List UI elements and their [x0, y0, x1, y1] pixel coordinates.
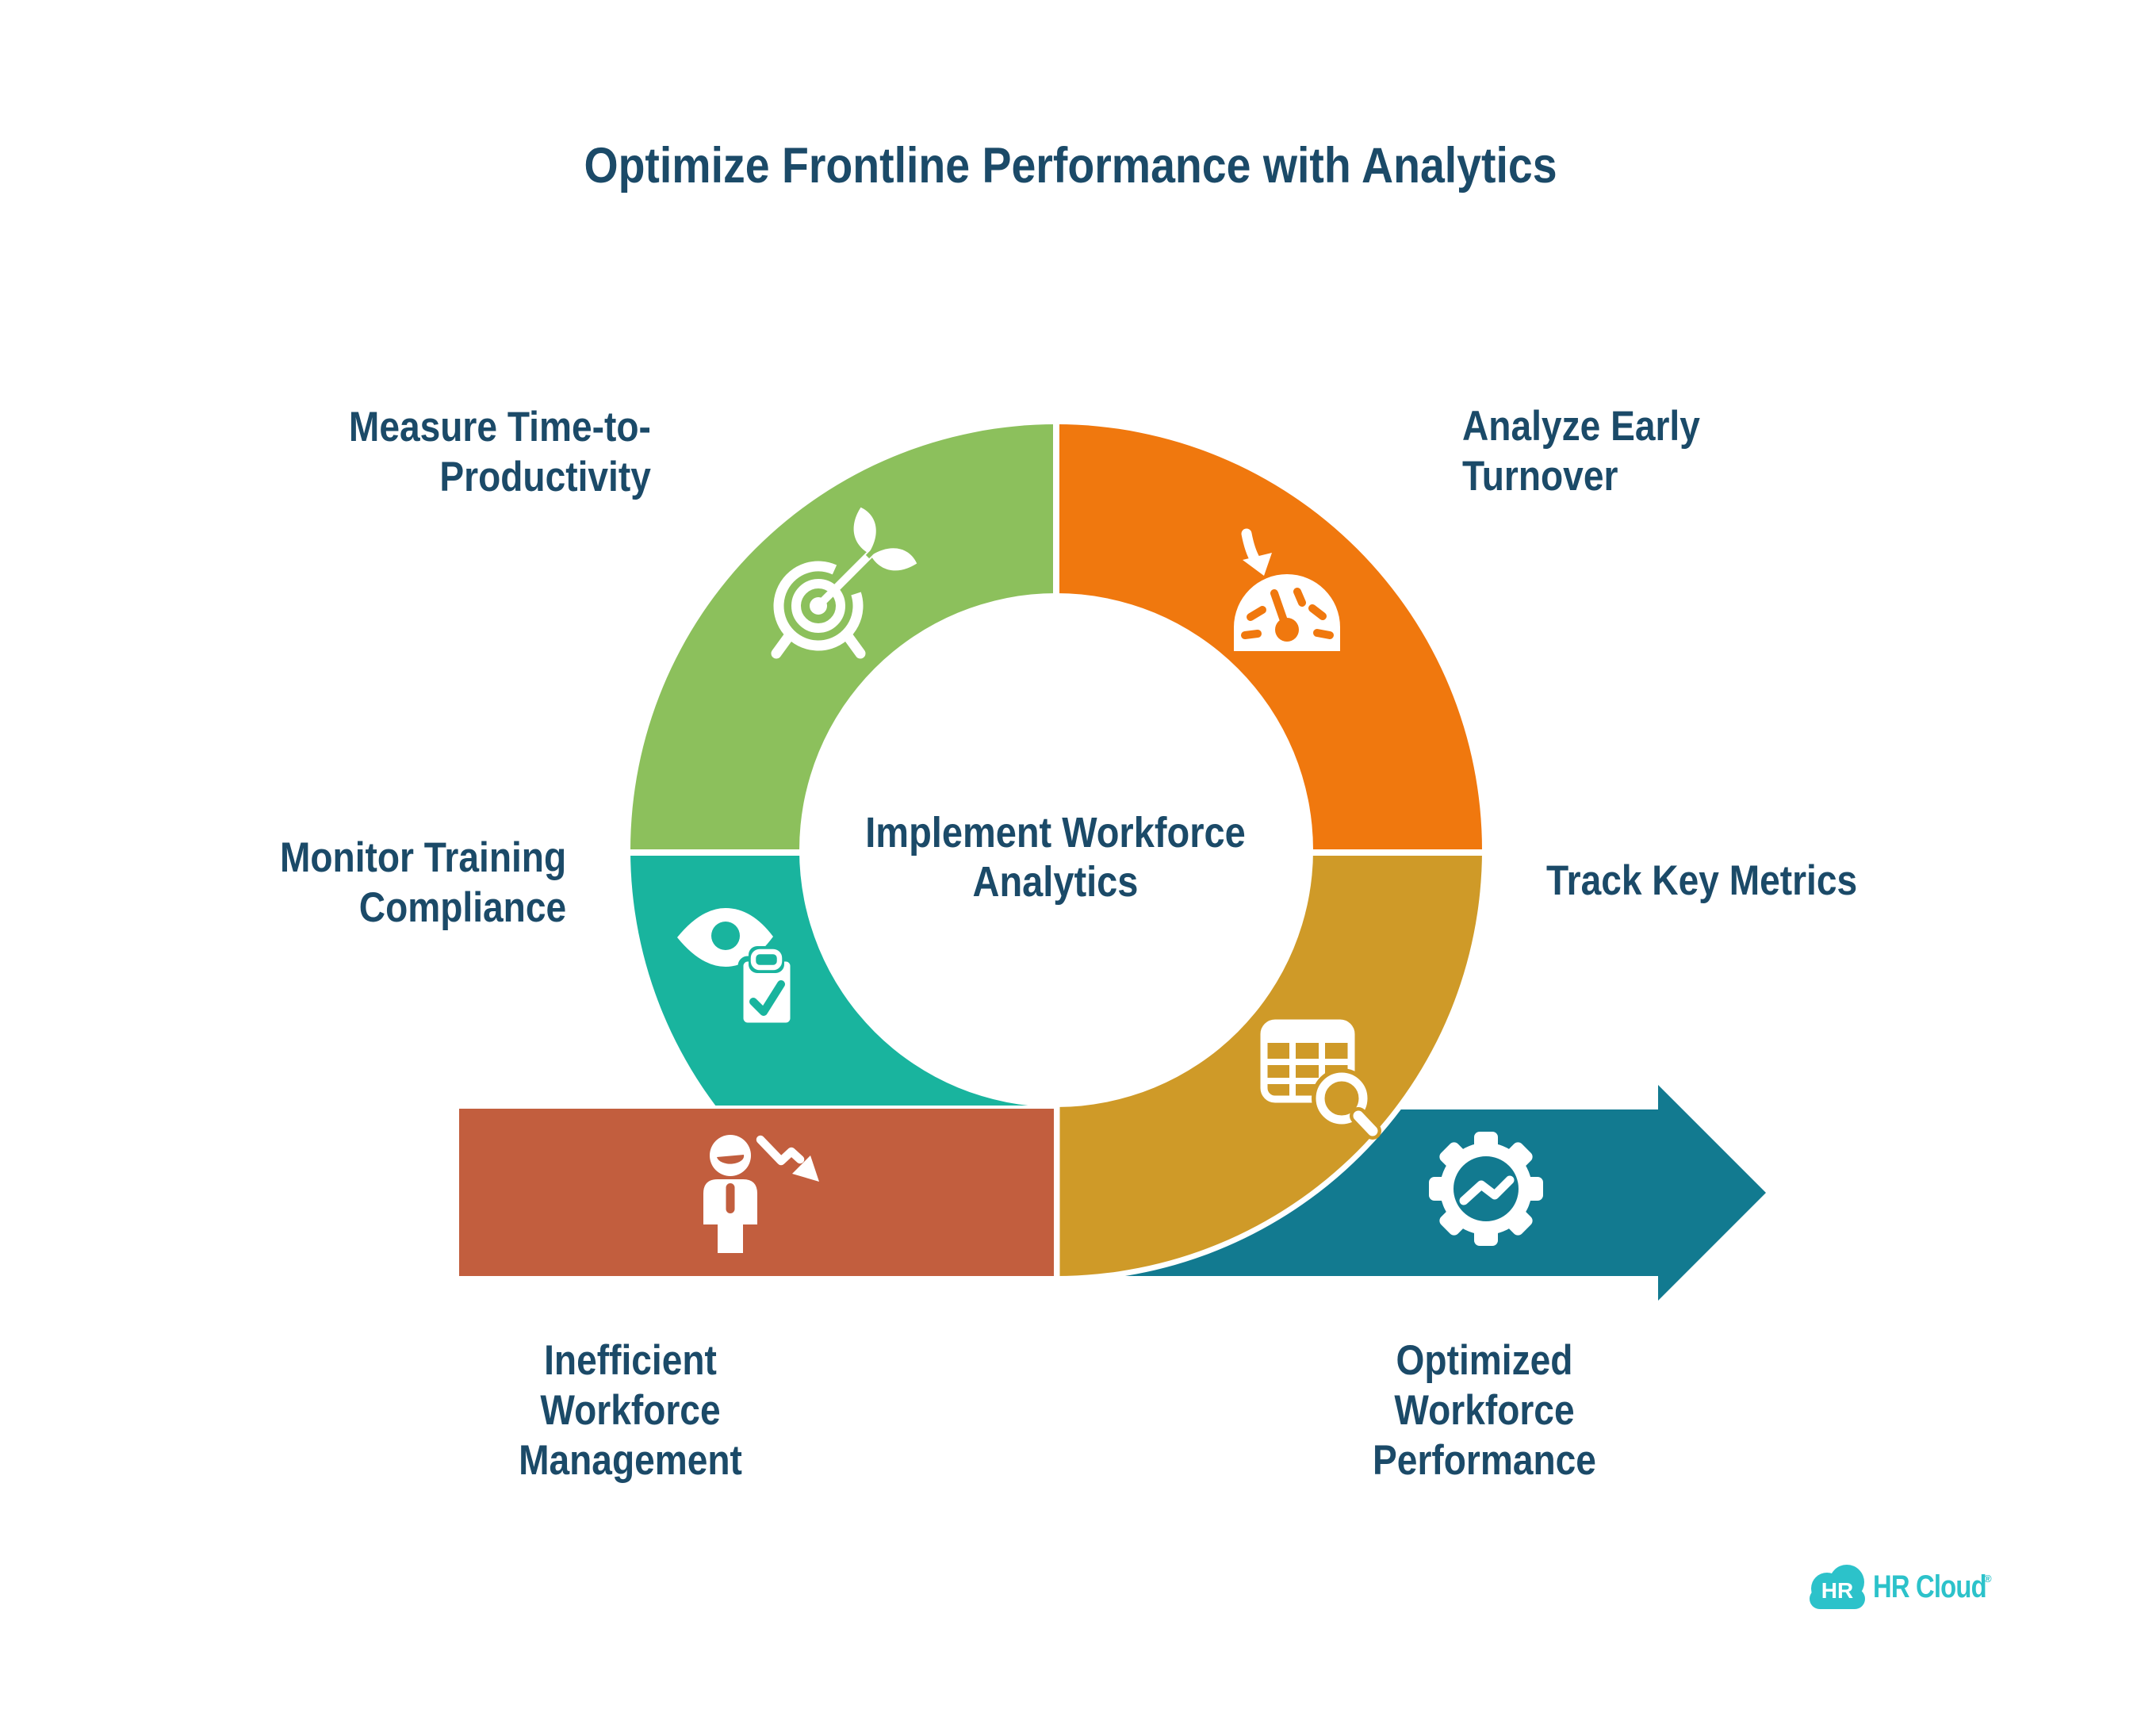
registered-mark: ® [1984, 1573, 1992, 1585]
gauge-icon [1234, 528, 1340, 651]
eye-clipboard-icon [677, 908, 796, 1029]
ring-center-disc [799, 593, 1313, 1107]
hr-cloud-logo: HR [1810, 1565, 1865, 1609]
label-optimized: Optimized Workforce Performance [1373, 1337, 1596, 1484]
cloud-badge-text: HR [1821, 1578, 1853, 1603]
label-track: Track Key Metrics [1546, 857, 1858, 904]
label-measure: Measure Time-to- Productivity [349, 404, 651, 500]
person-decline-icon [703, 1135, 819, 1253]
cloud-icon [1810, 1565, 1865, 1609]
target-dart-icon [771, 507, 917, 659]
label-center: Implement Workforce Analytics [865, 809, 1246, 906]
label-monitor: Monitor Training Compliance [279, 834, 566, 931]
segment-separators [623, 419, 1489, 856]
brand-name: HR Cloud [1873, 1569, 1987, 1604]
label-inefficient: Inefficient Workforce Management [519, 1337, 742, 1484]
page-title: Optimize Frontline Performance with Anal… [584, 138, 1557, 194]
table-search-icon [1260, 1019, 1381, 1140]
label-analyze: Analyze Early Turnover [1462, 403, 1700, 500]
gear-trend-icon [1429, 1132, 1543, 1246]
bar-gold-separator [1054, 1105, 1060, 1276]
